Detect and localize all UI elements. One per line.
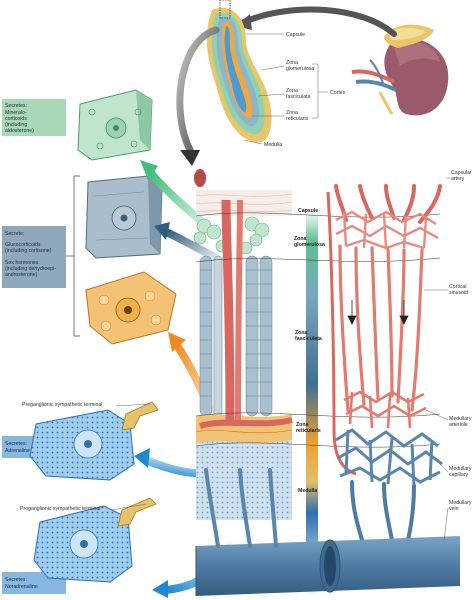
medullary-vein (195, 536, 460, 596)
zoom-arrow-top (241, 6, 397, 37)
svg-text:Adrenaline: Adrenaline (5, 448, 30, 454)
vessel-label-medullary-arteriole-1: Medullary (449, 416, 472, 422)
cortex-label-cortex: Cortex (330, 90, 346, 96)
center-zone-labels: Capsule Zona glomerulosa Zona fasciculat… (294, 208, 325, 494)
cortex-label-reticularis-2: reticularis (286, 116, 309, 122)
svg-text:Secretes:: Secretes: (5, 441, 27, 447)
center-label-reticularis-1: Zona (296, 422, 309, 428)
secretion-bracket (73, 175, 80, 337)
svg-text:Secretes:: Secretes: (5, 577, 27, 583)
secretion-box-glucocorticoids: Secrete: Glucocorticoids (including cort… (2, 226, 66, 288)
cortex-label-reticularis-1: Zona (286, 110, 298, 116)
left-medulla-vessels (204, 468, 278, 548)
svg-text:Secrete:: Secrete: (5, 231, 24, 237)
center-label-glomerulosa-1: Zona (294, 236, 307, 242)
svg-text:Sex hormones: Sex hormones (5, 260, 39, 266)
reticularis-cell (85, 271, 177, 345)
terminal-label-upper: Preganglionic sympathetic terminal (22, 402, 102, 408)
cortex-labels: Capsule Zona glomerulosa Zona fasciculat… (243, 32, 346, 148)
svg-text:corticoids: corticoids (5, 116, 27, 122)
cortex-label-capsule: Capsule (286, 32, 305, 38)
cortex-label-fasciculata-1: Zona (286, 88, 298, 94)
vessel-label-medullary-capillary-2: capillary (449, 472, 468, 478)
fasciculata-cell (85, 175, 163, 259)
cortex-label-fasciculata-2: fasciculata (286, 94, 311, 100)
svg-text:Noradrenaline: Noradrenaline (5, 584, 38, 590)
cortex-label-glomerulosa-2: glomerulosa (286, 66, 314, 72)
svg-text:androsterone): androsterone) (5, 272, 38, 278)
vessel-labels: Capsular artery Cortical sinusoid Medull… (424, 170, 472, 541)
center-label-reticularis-2: reticularis (296, 428, 321, 434)
vessel-label-medullary-vein-2: vein (449, 506, 459, 512)
right-vascular-network (326, 184, 443, 542)
upper-sympathetic-terminal (121, 401, 159, 431)
center-label-glomerulosa-2: glomerulosa (294, 242, 325, 248)
vessel-label-cortical-sinusoid-1: Cortical (449, 284, 467, 290)
vessel-label-capsular-artery-1: Capsular (451, 170, 472, 176)
zoom-arrowhead-left (180, 150, 200, 166)
vessel-label-medullary-arteriole-2: arteriole (449, 422, 468, 428)
svg-text:(including dehydroepi-: (including dehydroepi- (5, 266, 56, 272)
center-label-fasciculata-2: fasciculata (295, 336, 322, 342)
lower-sympathetic-terminal (117, 497, 157, 527)
center-label-medulla: Medulla (298, 488, 317, 494)
noradrenaline-cell (33, 505, 133, 583)
vessel-label-medullary-vein-1: Medullary (449, 500, 472, 506)
center-label-capsule: Capsule (298, 208, 318, 214)
secretion-box-mineralocorticoids: Secretes: Mineralo- corticoids (includin… (2, 99, 66, 136)
center-label-fasciculata-1: Zona (295, 330, 308, 336)
zone-gradient-bar (306, 210, 318, 598)
glomerulosa-cell (77, 89, 153, 161)
svg-text:Mineralo-: Mineralo- (5, 110, 27, 116)
zoom-arrow-left (176, 26, 220, 154)
cortex-cross-section (206, 0, 272, 143)
kidney-illustration (351, 24, 449, 116)
left-tissue-column (193, 190, 293, 520)
svg-text:(including cortisone): (including cortisone) (5, 248, 52, 254)
svg-text:aldosterone): aldosterone) (5, 128, 34, 134)
svg-text:Glucocorticoids: Glucocorticoids (5, 242, 41, 248)
cortex-label-medulla: Medulla (264, 142, 282, 148)
vessel-label-medullary-capillary-1: Medullary (449, 466, 472, 472)
vessel-label-capsular-artery-2: artery (451, 176, 465, 182)
terminal-label-lower: Preganglionic sympathetic terminal (20, 506, 100, 512)
adrenaline-cell (29, 409, 135, 481)
vessel-label-cortical-sinusoid-2: sinusoid (449, 290, 468, 296)
svg-text:(including: (including (5, 122, 27, 128)
svg-text:Secretes:: Secretes: (5, 103, 27, 109)
cortex-label-glomerulosa-1: Zona (286, 60, 298, 66)
